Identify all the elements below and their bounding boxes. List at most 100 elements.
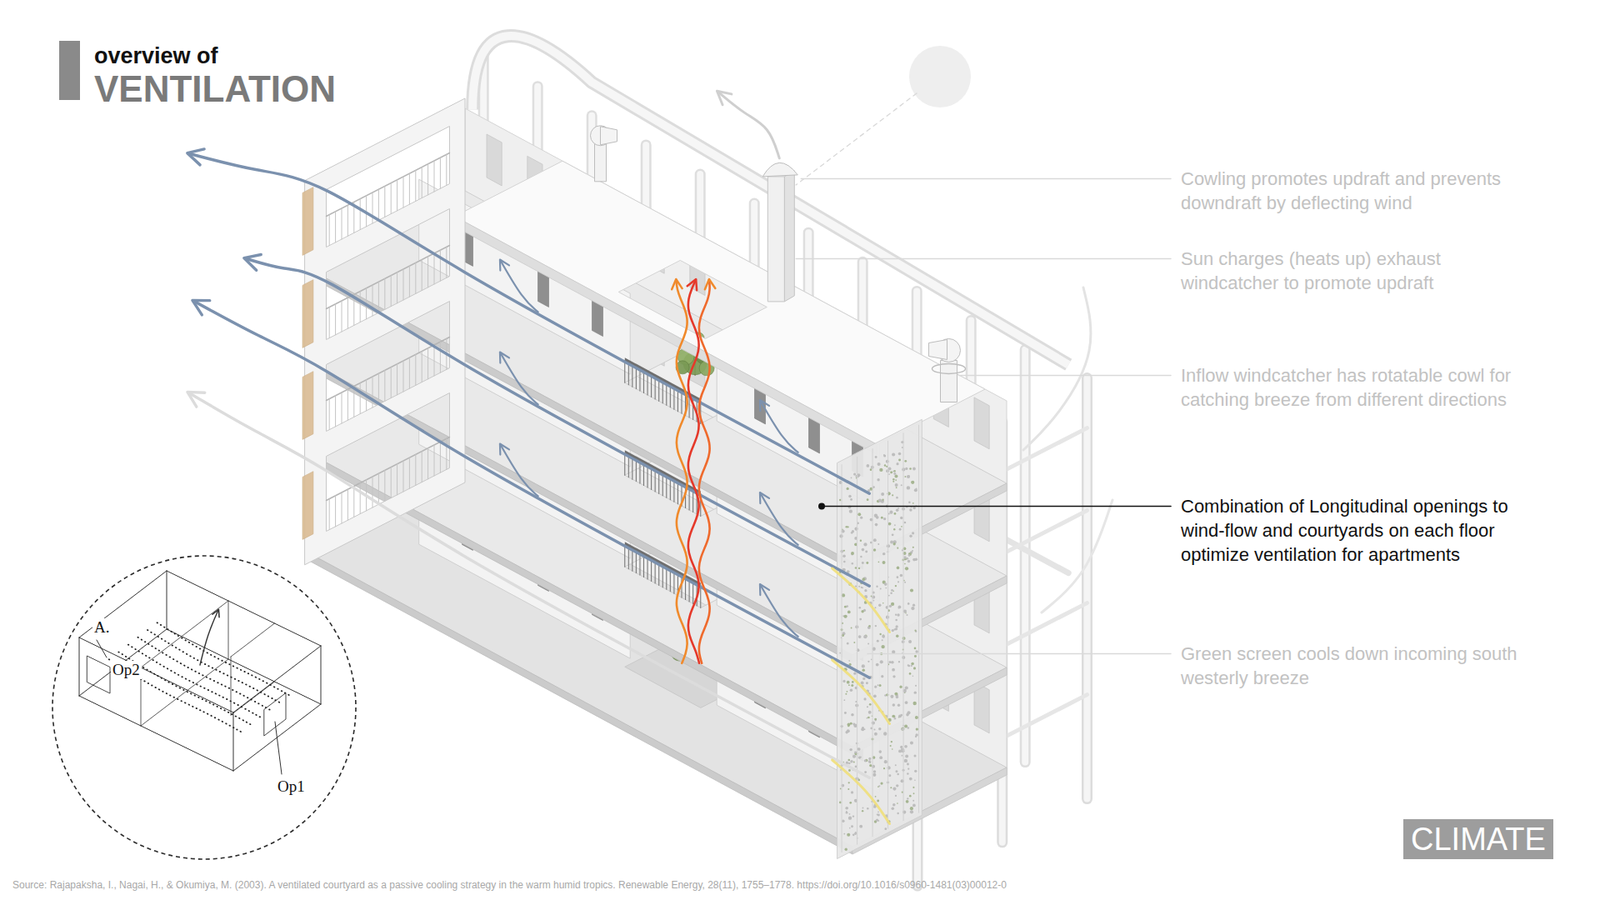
vine-dot bbox=[895, 509, 900, 513]
vine-dot bbox=[890, 540, 894, 544]
vine-dot bbox=[848, 684, 850, 686]
vine-dot bbox=[876, 799, 880, 802]
balcony-baluster bbox=[378, 189, 380, 220]
vine-dot bbox=[890, 589, 894, 592]
balcony-baluster bbox=[372, 376, 374, 408]
vine-dot bbox=[849, 510, 853, 514]
vine-dot bbox=[845, 615, 847, 617]
vine-dot bbox=[912, 546, 915, 549]
vine-dot bbox=[863, 697, 866, 700]
vine-dot bbox=[906, 475, 910, 479]
vine-dot bbox=[895, 695, 900, 700]
vine-dot bbox=[884, 464, 886, 466]
vine-dot bbox=[906, 614, 909, 616]
vine-dot bbox=[847, 759, 850, 762]
vine-dot bbox=[875, 625, 877, 627]
vine-dot bbox=[844, 605, 847, 609]
inset-drawing bbox=[79, 570, 321, 775]
vine-dot bbox=[870, 595, 873, 598]
vine-dot bbox=[883, 767, 885, 770]
balcony-baluster bbox=[440, 441, 441, 473]
vine-dot bbox=[888, 774, 891, 777]
vine-dot bbox=[879, 755, 883, 760]
vine-dot bbox=[885, 460, 890, 464]
balcony-baluster bbox=[440, 157, 441, 189]
frame-post-face bbox=[1084, 378, 1091, 800]
balcony-baluster bbox=[445, 438, 447, 470]
vine-cable bbox=[887, 440, 889, 829]
wireframe-edge bbox=[230, 656, 232, 715]
wireframe-edge bbox=[275, 721, 282, 775]
vine-dot bbox=[888, 473, 890, 475]
balcony-baluster bbox=[353, 294, 355, 325]
airflow-arrow bbox=[188, 153, 870, 494]
vine-dot bbox=[839, 652, 841, 655]
balcony-baluster bbox=[347, 389, 349, 420]
vine-dot bbox=[894, 524, 896, 526]
callout-slot: Sun charges (heats up) exhaust windcatch… bbox=[1180, 246, 1531, 295]
vine-dot bbox=[862, 807, 865, 810]
balcony-baluster bbox=[409, 457, 410, 489]
vine-dot bbox=[842, 680, 845, 683]
left-facade bbox=[305, 98, 465, 565]
vine-dot bbox=[864, 759, 867, 762]
vine-cable bbox=[841, 465, 843, 853]
vine-dot bbox=[890, 592, 892, 595]
vine-dot bbox=[890, 786, 892, 789]
balcony-baluster bbox=[341, 300, 343, 332]
vine-dot bbox=[912, 804, 916, 808]
vine-dot bbox=[884, 760, 888, 764]
vine-cable bbox=[872, 449, 874, 837]
vine-dot bbox=[904, 724, 908, 728]
vine-dot bbox=[895, 496, 899, 500]
frame-post bbox=[1020, 350, 1031, 763]
balcony-baluster bbox=[341, 392, 343, 424]
vine-dot bbox=[890, 695, 894, 699]
leader-line bbox=[800, 178, 1171, 180]
vine-dot bbox=[897, 704, 900, 707]
callout-text: Green screen cools down incoming south w… bbox=[1180, 641, 1531, 690]
vine-dot bbox=[846, 690, 849, 693]
vine-dot bbox=[895, 770, 898, 773]
vine-dot bbox=[858, 585, 860, 588]
vine-dot bbox=[872, 773, 876, 777]
vine-dot bbox=[891, 494, 894, 496]
vine-dot bbox=[910, 810, 914, 814]
flow-dots bbox=[147, 630, 282, 705]
balcony-rail bbox=[326, 153, 450, 217]
balcony-baluster bbox=[445, 154, 447, 185]
balcony-baluster bbox=[390, 367, 392, 399]
balcony-baluster bbox=[378, 281, 380, 313]
vine-dot bbox=[915, 630, 917, 632]
vine-dot bbox=[914, 779, 916, 781]
vine-dot bbox=[868, 625, 871, 628]
vine-dot bbox=[890, 806, 895, 810]
wireframe-edge bbox=[79, 570, 167, 638]
vine-dot bbox=[905, 566, 909, 570]
brick-strip bbox=[302, 471, 314, 540]
balcony-baluster bbox=[360, 199, 361, 230]
vine-dot bbox=[885, 587, 887, 590]
balcony-baluster bbox=[421, 451, 423, 483]
vine-dot bbox=[914, 690, 917, 694]
balcony-baluster bbox=[396, 464, 398, 495]
vine-dot bbox=[905, 686, 909, 690]
leader-line bbox=[821, 505, 1171, 508]
vine-dot bbox=[854, 527, 858, 531]
vine-dot bbox=[848, 769, 851, 772]
vine-dot bbox=[860, 540, 862, 542]
vine-dot bbox=[884, 827, 887, 830]
vine-dot bbox=[893, 470, 895, 472]
balcony-baluster bbox=[341, 492, 343, 524]
balcony-baluster bbox=[372, 192, 374, 224]
leaders bbox=[795, 179, 1171, 655]
vine-dot bbox=[882, 560, 886, 565]
vine-dot bbox=[910, 480, 915, 485]
rising-airflow-arrow bbox=[760, 493, 798, 545]
vine-dot bbox=[888, 595, 890, 597]
vine-dot bbox=[850, 825, 854, 828]
vine-dot bbox=[847, 788, 850, 790]
vine-dot bbox=[898, 605, 902, 609]
airflow-arrow bbox=[193, 300, 870, 678]
